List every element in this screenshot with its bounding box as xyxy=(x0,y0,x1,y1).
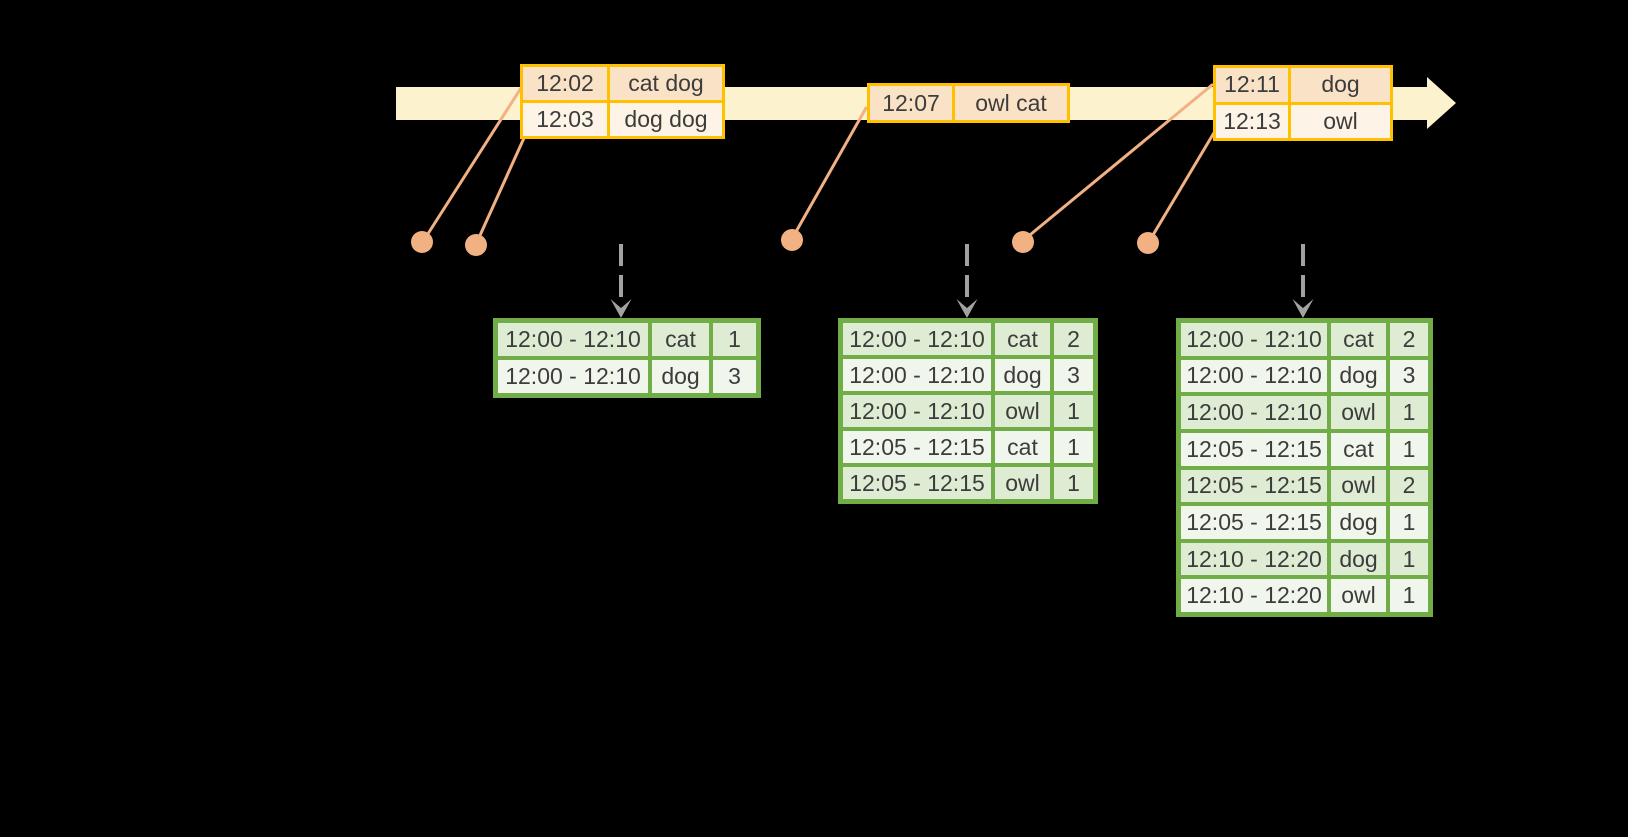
count-cell: 1 xyxy=(713,323,756,356)
event-time-cell: 12:02 xyxy=(523,67,607,100)
window-cell: 12:10 - 12:20 xyxy=(1181,542,1327,576)
connector-line xyxy=(422,86,523,242)
count-cell: 3 xyxy=(713,360,756,393)
word-cell: cat xyxy=(995,323,1050,355)
event-dot xyxy=(1012,231,1034,253)
word-cell: cat xyxy=(995,431,1050,463)
window-cell: 12:00 - 12:10 xyxy=(1181,359,1327,393)
trigger-arrowhead-icon xyxy=(610,299,632,318)
event-box-1211: 12:11 dog 12:13 owl xyxy=(1213,65,1393,141)
window-cell: 12:00 - 12:10 xyxy=(843,395,991,427)
trigger-arrowhead-icon xyxy=(956,299,978,318)
event-dot xyxy=(1137,232,1159,254)
count-cell: 1 xyxy=(1054,431,1093,463)
event-words-cell: dog xyxy=(1291,68,1390,102)
word-cell: cat xyxy=(1331,323,1386,356)
count-cell: 3 xyxy=(1390,359,1428,393)
event-box-1207: 12:07 owl cat xyxy=(867,83,1070,123)
count-cell: 2 xyxy=(1054,323,1093,355)
event-words-cell: owl cat xyxy=(955,86,1067,120)
count-cell: 1 xyxy=(1390,432,1428,466)
word-cell: dog xyxy=(1331,542,1386,576)
word-cell: owl xyxy=(995,467,1050,499)
word-cell: owl xyxy=(1331,396,1386,429)
window-cell: 12:00 - 12:10 xyxy=(843,323,991,355)
event-time-cell: 12:03 xyxy=(523,103,607,136)
word-cell: owl xyxy=(1331,579,1386,612)
event-dot xyxy=(411,231,433,253)
event-words-cell: dog dog xyxy=(610,103,722,136)
window-cell: 12:00 - 12:10 xyxy=(1181,323,1327,356)
event-time-cell: 12:13 xyxy=(1216,104,1288,138)
connector-line xyxy=(1148,129,1217,242)
count-cell: 2 xyxy=(1390,469,1428,503)
window-cell: 12:05 - 12:15 xyxy=(843,431,991,463)
connector-line xyxy=(475,136,526,244)
count-cell: 1 xyxy=(1054,467,1093,499)
result-table-2: 12:00 - 12:10 cat 2 12:00 - 12:10 dog 3 … xyxy=(838,318,1098,504)
event-time-cell: 12:07 xyxy=(870,86,952,120)
word-cell: owl xyxy=(1331,469,1386,503)
window-cell: 12:05 - 12:15 xyxy=(1181,469,1327,503)
trigger-arrowhead-icon xyxy=(1292,299,1314,318)
word-cell: dog xyxy=(1331,506,1386,539)
timeline-arrowhead-icon xyxy=(1427,77,1456,129)
count-cell: 3 xyxy=(1054,359,1093,391)
event-words-cell: owl xyxy=(1291,104,1390,138)
event-dot xyxy=(781,229,803,251)
result-table-3: 12:00 - 12:10 cat 2 12:00 - 12:10 dog 3 … xyxy=(1176,318,1433,617)
event-words-cell: cat dog xyxy=(610,67,722,100)
count-cell: 1 xyxy=(1054,395,1093,427)
word-cell: dog xyxy=(652,360,709,393)
window-cell: 12:05 - 12:15 xyxy=(1181,432,1327,466)
count-cell: 1 xyxy=(1390,542,1428,576)
event-time-cell: 12:11 xyxy=(1216,68,1288,102)
event-dot xyxy=(465,234,487,256)
window-cell: 12:05 - 12:15 xyxy=(1181,506,1327,539)
count-cell: 1 xyxy=(1390,396,1428,429)
count-cell: 2 xyxy=(1390,323,1428,356)
word-cell: owl xyxy=(995,395,1050,427)
event-box-1202: 12:02 cat dog 12:03 dog dog xyxy=(520,64,725,139)
window-cell: 12:10 - 12:20 xyxy=(1181,579,1327,612)
window-cell: 12:00 - 12:10 xyxy=(498,360,648,393)
word-cell: cat xyxy=(1331,432,1386,466)
count-cell: 1 xyxy=(1390,506,1428,539)
count-cell: 1 xyxy=(1390,579,1428,612)
window-cell: 12:00 - 12:10 xyxy=(498,323,648,356)
word-cell: dog xyxy=(1331,359,1386,393)
result-table-1: 12:00 - 12:10 cat 1 12:00 - 12:10 dog 3 xyxy=(493,318,761,398)
window-cell: 12:00 - 12:10 xyxy=(1181,396,1327,429)
word-cell: cat xyxy=(652,323,709,356)
connector-line xyxy=(791,106,868,239)
connector-line xyxy=(1023,83,1214,241)
window-cell: 12:05 - 12:15 xyxy=(843,467,991,499)
word-cell: dog xyxy=(995,359,1050,391)
window-cell: 12:00 - 12:10 xyxy=(843,359,991,391)
